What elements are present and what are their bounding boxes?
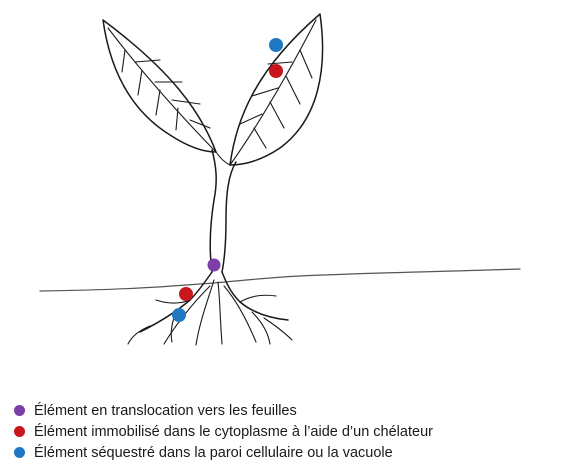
legend-label: Élément séquestré dans la paroi cellulai… [34,445,393,461]
left-leaf [103,20,216,152]
legend-item-sequestered: Élément séquestré dans la paroi cellulai… [14,442,574,463]
stem [210,150,236,272]
legend: Élément en translocation vers les feuill… [14,400,574,463]
sequestered-dot-leaf [269,38,283,52]
immobilized-dot-root [179,287,193,301]
legend-item-translocation: Élément en translocation vers les feuill… [14,400,574,421]
ground-line [40,269,520,291]
right-leaf [230,14,323,165]
blue-dot-icon [14,447,25,458]
immobilized-dot-leaf [269,64,283,78]
legend-label: Élément immobilisé dans le cytoplasme à … [34,424,433,440]
sequestered-dot-root [172,308,186,322]
legend-item-immobilized: Élément immobilisé dans le cytoplasme à … [14,421,574,442]
legend-label: Élément en translocation vers les feuill… [34,403,297,419]
red-dot-icon [14,426,25,437]
purple-dot-icon [14,405,25,416]
translocation-dot [208,259,221,272]
plant-diagram [0,0,577,380]
